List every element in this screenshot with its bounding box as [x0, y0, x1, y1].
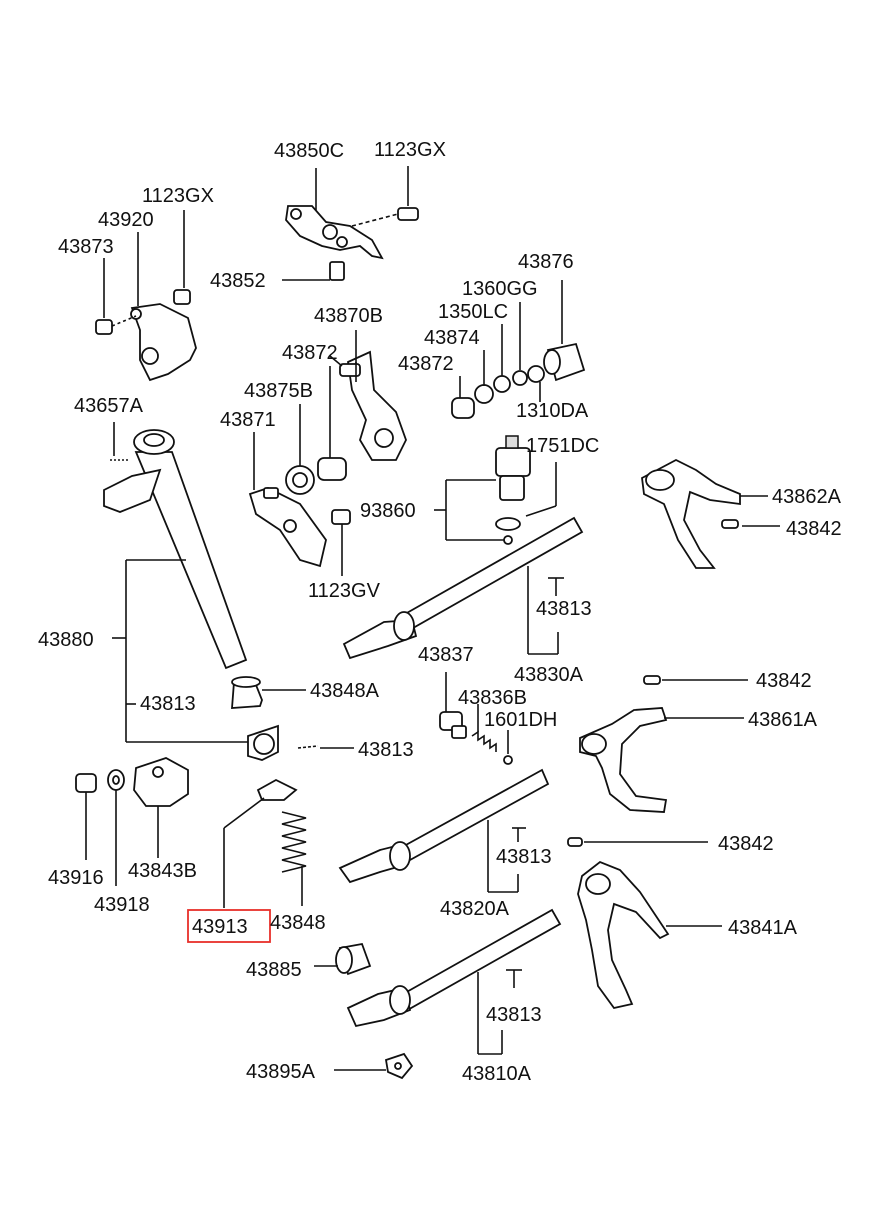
label-43916[interactable]: 43916 — [48, 867, 104, 889]
bushing-43875b — [285, 457, 347, 495]
label-43830a[interactable]: 43830A — [514, 664, 584, 686]
label-43848a[interactable]: 43848A — [310, 680, 380, 702]
shift-rail-43820a — [338, 768, 550, 884]
bolt-1123gx-top — [351, 207, 419, 227]
label-43813-e[interactable]: 43813 — [486, 1004, 542, 1026]
label-43848[interactable]: 43848 — [270, 912, 326, 934]
label-43861a[interactable]: 43861A — [748, 709, 818, 731]
label-1350lc[interactable]: 1350LC — [438, 301, 508, 323]
label-43813-c[interactable]: 43813 — [358, 739, 414, 761]
fork-43862a — [641, 458, 741, 569]
bolt-1123gv — [331, 509, 351, 525]
label-43842-c[interactable]: 43842 — [718, 833, 774, 855]
label-43875b[interactable]: 43875B — [244, 380, 313, 402]
label-43885[interactable]: 43885 — [246, 959, 302, 981]
label-43850c[interactable]: 43850C — [274, 140, 344, 162]
label-43874[interactable]: 43874 — [424, 327, 480, 349]
label-43657a[interactable]: 43657A — [74, 395, 144, 417]
label-43813-b[interactable]: 43813 — [140, 693, 196, 715]
pin-43813-a — [548, 577, 564, 596]
shift-shaft-43880 — [103, 429, 248, 670]
pin-43842-b — [643, 675, 661, 685]
label-1123gx-a[interactable]: 1123GX — [374, 139, 446, 161]
ball-1601dh — [503, 755, 513, 765]
label-93860[interactable]: 93860 — [360, 500, 416, 522]
fork-43841a — [577, 860, 670, 1010]
bushing-43848a — [231, 676, 263, 709]
lever-43870b — [339, 350, 407, 461]
pin-43813-c — [512, 827, 526, 842]
label-1123gv[interactable]: 1123GV — [308, 580, 381, 602]
label-43837[interactable]: 43837 — [418, 644, 474, 666]
bracket-43920 — [95, 289, 197, 382]
label-43813-a[interactable]: 43813 — [536, 598, 592, 620]
label-43895a[interactable]: 43895A — [246, 1061, 316, 1083]
label-43876[interactable]: 43876 — [518, 251, 574, 273]
label-43870b[interactable]: 43870B — [314, 305, 383, 327]
block-43843b — [133, 757, 189, 807]
spring-43848 — [281, 811, 307, 873]
label-43820a[interactable]: 43820A — [440, 898, 510, 920]
pin-43842-c — [567, 837, 583, 847]
label-43843b[interactable]: 43843B — [128, 860, 197, 882]
label-43813-d[interactable]: 43813 — [496, 846, 552, 868]
label-1123gx-b[interactable]: 1123GX — [142, 185, 214, 207]
label-43871[interactable]: 43871 — [220, 409, 276, 431]
label-43810a[interactable]: 43810A — [462, 1063, 532, 1085]
label-43836b[interactable]: 43836B — [458, 687, 527, 709]
label-1751dc[interactable]: 1751DC — [526, 435, 599, 457]
spring-43836b — [471, 730, 497, 752]
label-43872-a[interactable]: 43872 — [282, 342, 338, 364]
switch-1751dc — [495, 435, 531, 545]
pin-43813-e — [506, 969, 522, 988]
label-43852[interactable]: 43852 — [210, 270, 266, 292]
label-43918[interactable]: 43918 — [94, 894, 150, 916]
label-43841a[interactable]: 43841A — [728, 917, 798, 939]
label-1360gg[interactable]: 1360GG — [462, 278, 538, 300]
clip-43913 — [256, 778, 298, 801]
block-43813 — [247, 724, 279, 761]
highlight-box-43913 — [187, 909, 271, 943]
nut-43916 — [75, 773, 97, 793]
shift-rail-43830a — [342, 516, 584, 660]
lever-43871 — [248, 487, 327, 568]
plug-43837 — [439, 711, 467, 739]
label-43920[interactable]: 43920 — [98, 209, 154, 231]
label-43873[interactable]: 43873 — [58, 236, 114, 258]
label-43842-a[interactable]: 43842 — [786, 518, 842, 540]
label-43862a[interactable]: 43862A — [772, 486, 842, 508]
shift-rail-43810a — [346, 908, 562, 1028]
label-43880[interactable]: 43880 — [38, 629, 94, 651]
washer-43918 — [107, 769, 125, 791]
label-1310da[interactable]: 1310DA — [516, 400, 589, 422]
label-43872-b[interactable]: 43872 — [398, 353, 454, 375]
label-43842-b[interactable]: 43842 — [756, 670, 812, 692]
pin-43842-a — [721, 519, 739, 529]
clip-43895a — [384, 1052, 414, 1080]
bracket-43850c — [285, 205, 384, 281]
fork-43861a — [579, 707, 668, 813]
bushing-43885 — [335, 942, 372, 976]
label-43913[interactable]: 43913 — [192, 916, 248, 938]
label-1601dh[interactable]: 1601DH — [484, 709, 557, 731]
cap-43876 — [543, 342, 586, 382]
